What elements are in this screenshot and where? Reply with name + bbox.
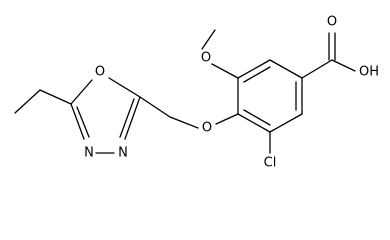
chemical-structure: O OH O Cl O O N N: [14, 15, 379, 171]
methoxy-oxygen-label: O: [201, 51, 211, 66]
methoxy-group: O: [201, 29, 239, 79]
hydroxyl-label: OH: [359, 65, 379, 80]
ring-oxygen-label: O: [95, 65, 105, 80]
carboxylic-acid-group: O OH: [301, 15, 379, 80]
benzene-ring: [237, 59, 303, 133]
chlorine-label: Cl: [264, 156, 277, 171]
ring-nitrogen-label-lower: N: [84, 146, 94, 161]
carboxyl-oxygen-label: O: [327, 15, 337, 30]
ether-oxygen-label: O: [202, 121, 212, 136]
ring-nitrogen-label-upper: N: [118, 146, 128, 161]
ethyl-group: [14, 89, 72, 114]
ether-linker: O: [139, 96, 239, 136]
chloro-substituent: Cl: [264, 131, 277, 171]
oxadiazole-ring: O N N: [70, 65, 141, 161]
